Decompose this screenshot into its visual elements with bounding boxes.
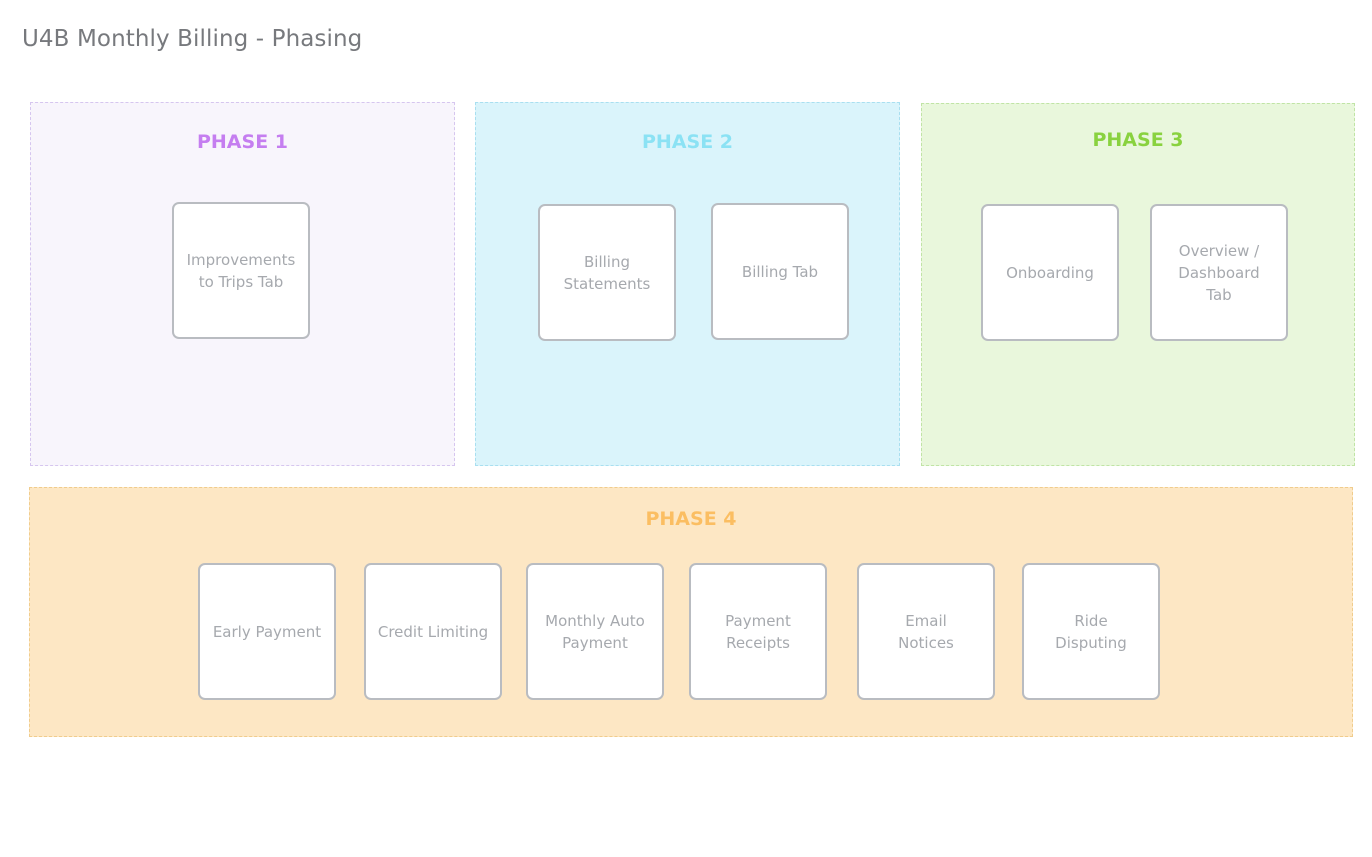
card-monthly-auto-payment[interactable]: Monthly Auto Payment <box>526 563 664 700</box>
phase-4-label: PHASE 4 <box>645 508 737 530</box>
card-onboarding[interactable]: Onboarding <box>981 204 1119 341</box>
card-email-notices[interactable]: Email Notices <box>857 563 995 700</box>
card-label: Credit Limiting <box>377 622 489 641</box>
card-label: Monthly Auto Payment <box>545 611 645 652</box>
card-label: Overview / Dashboard Tab <box>1178 241 1260 304</box>
card-label: Improvements to Trips Tab <box>186 250 296 291</box>
card-payment-receipts[interactable]: Payment Receipts <box>689 563 827 700</box>
page-title: U4B Monthly Billing - Phasing <box>22 26 363 52</box>
card-label: Billing Statements <box>563 252 651 293</box>
phase-1-region: PHASE 1 Improvements to Trips Tab <box>30 102 455 466</box>
card-label: Early Payment <box>212 622 322 641</box>
card-overview-dashboard-tab[interactable]: Overview / Dashboard Tab <box>1150 204 1288 341</box>
card-label: Billing Tab <box>741 262 819 281</box>
card-label: Payment Receipts <box>725 611 791 652</box>
phase-4-region: PHASE 4 Early Payment Credit Limiting Mo… <box>29 487 1353 737</box>
phase-2-label: PHASE 2 <box>641 131 734 153</box>
phase-3-label: PHASE 3 <box>1092 129 1184 151</box>
card-billing-tab[interactable]: Billing Tab <box>711 203 849 340</box>
card-improvements-to-trips-tab[interactable]: Improvements to Trips Tab <box>172 202 310 339</box>
card-ride-disputing[interactable]: Ride Disputing <box>1022 563 1160 700</box>
phase-2-region: PHASE 2 Billing Statements Billing Tab <box>475 102 900 466</box>
card-billing-statements[interactable]: Billing Statements <box>538 204 676 341</box>
phase-3-region: PHASE 3 Onboarding Overview / Dashboard … <box>921 103 1355 466</box>
card-label: Ride Disputing <box>1055 611 1127 652</box>
phase-1-label: PHASE 1 <box>196 131 289 153</box>
card-early-payment[interactable]: Early Payment <box>198 563 336 700</box>
card-label: Onboarding <box>1006 263 1094 282</box>
card-label: Email Notices <box>898 611 954 652</box>
card-credit-limiting[interactable]: Credit Limiting <box>364 563 502 700</box>
